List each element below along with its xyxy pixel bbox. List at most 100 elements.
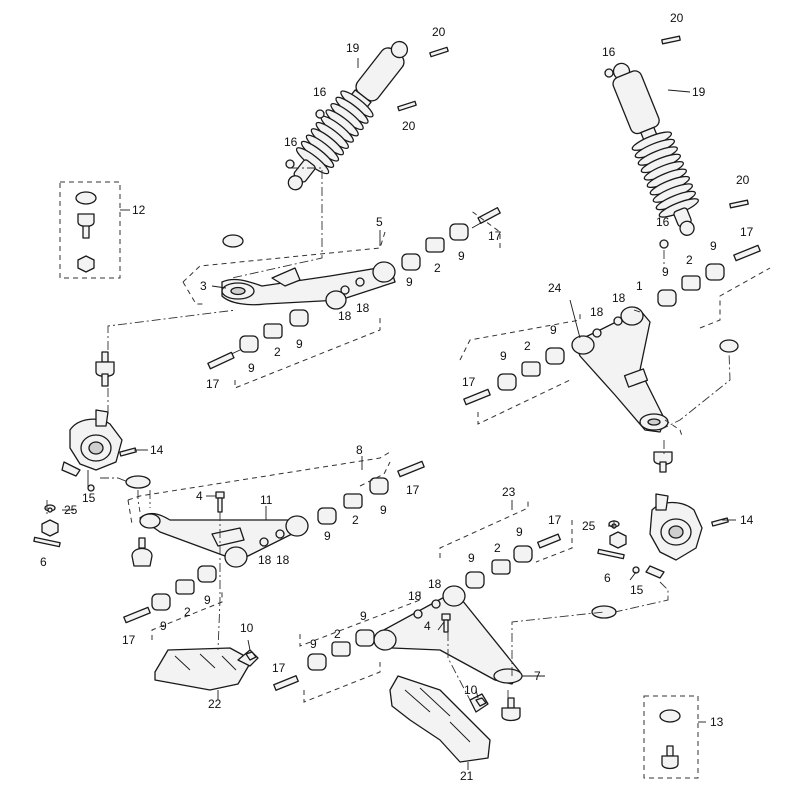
callout-17: 17: [122, 633, 136, 647]
callout-15: 15: [82, 491, 96, 505]
callout-4: 4: [196, 489, 203, 503]
callout-19: 19: [346, 41, 360, 55]
callout-14: 14: [150, 443, 164, 457]
callout-18: 18: [612, 291, 626, 305]
callout-2: 2: [434, 261, 441, 275]
cotter-pin-left: [33, 536, 61, 548]
retaining-clip-upper-left: [222, 234, 244, 248]
small-hardware: [47, 35, 749, 707]
callout-18: 18: [258, 553, 272, 567]
callout-11: 11: [260, 493, 273, 507]
bushing-set-upper-left-rear: [401, 207, 501, 271]
callout-20: 20: [670, 11, 684, 25]
callout-2: 2: [184, 605, 191, 619]
ball-joint-lower-left: [131, 537, 153, 567]
callout-9: 9: [160, 619, 167, 633]
bushing-set-lower-right-front: [273, 629, 375, 691]
callout-14: 14: [740, 513, 754, 527]
callout-19: 19: [692, 85, 706, 99]
callout-6: 6: [40, 555, 47, 569]
ball-joint-upper-right: [653, 451, 673, 473]
callout-7: 7: [534, 669, 541, 683]
callout-6: 6: [604, 571, 611, 585]
callout-9: 9: [296, 337, 303, 351]
callout-9: 9: [468, 551, 475, 565]
bushing-set-lower-right-rear: [465, 533, 561, 589]
kit-box-12: [59, 181, 121, 279]
callout-5: 5: [376, 215, 383, 229]
callout-20: 20: [402, 119, 416, 133]
steering-knuckle-left: [61, 409, 123, 477]
callout-3: 3: [200, 279, 207, 293]
callout-18: 18: [356, 301, 370, 315]
callout-16: 16: [313, 85, 327, 99]
callout-16: 16: [656, 215, 670, 229]
callout-25: 25: [582, 519, 596, 533]
callout-2: 2: [494, 541, 501, 555]
callout-24: 24: [548, 281, 562, 295]
callout-10: 10: [464, 683, 478, 697]
callout-10: 10: [240, 621, 254, 635]
callout-18: 18: [408, 589, 422, 603]
callout-20: 20: [736, 173, 750, 187]
cotter-pin-right: [597, 548, 625, 560]
retaining-clip-upper-right: [719, 339, 739, 353]
kit-box-13: [643, 695, 699, 779]
callout-17: 17: [206, 377, 220, 391]
ball-joint-kit-13: [659, 709, 681, 770]
upper-a-arm-right: [571, 306, 669, 433]
callout-9: 9: [324, 529, 331, 543]
callout-17: 17: [272, 661, 286, 675]
assembly-lines: [46, 167, 771, 703]
bushing-set-upper-right-rear: [657, 244, 761, 307]
callout-4: 4: [424, 619, 431, 633]
callout-23: 23: [502, 485, 516, 499]
callout-18: 18: [276, 553, 290, 567]
callout-9: 9: [380, 503, 387, 517]
upper-a-arm-left: [221, 261, 396, 310]
ball-joint-upper-left: [95, 351, 115, 387]
callout-9: 9: [500, 349, 507, 363]
callout-9: 9: [550, 323, 557, 337]
callout-9: 9: [406, 275, 413, 289]
bushing-set-lower-left-front: [123, 565, 217, 624]
callout-16: 16: [602, 45, 616, 59]
shock-absorber-left: [287, 40, 409, 191]
callout-9: 9: [458, 249, 465, 263]
callout-9: 9: [310, 637, 317, 651]
callout-2: 2: [524, 339, 531, 353]
callout-21: 21: [460, 769, 474, 783]
callout-1: 1: [636, 279, 643, 293]
callout-17: 17: [740, 225, 754, 239]
bolt-4-left: [215, 491, 225, 513]
ball-joint-kit-12: [75, 191, 97, 273]
callout-17: 17: [406, 483, 420, 497]
callout-2: 2: [686, 253, 693, 267]
callout-9: 9: [710, 239, 717, 253]
bushing-set-lower-left-rear: [317, 460, 425, 525]
callout-17: 17: [488, 229, 502, 243]
callout-18: 18: [428, 577, 442, 591]
callout-9: 9: [360, 609, 367, 623]
bushing-set-upper-right-front: [463, 347, 565, 406]
callout-17: 17: [462, 375, 476, 389]
callout-2: 2: [352, 513, 359, 527]
callout-25: 25: [64, 503, 78, 517]
callout-12: 12: [132, 203, 146, 217]
steering-knuckle-right: [645, 493, 703, 579]
callout-15: 15: [630, 583, 644, 597]
skid-guard-22: [154, 647, 259, 691]
callout-22: 22: [208, 697, 222, 711]
ball-joint-lower-right: [501, 697, 521, 722]
callout-2: 2: [334, 627, 341, 641]
callout-18: 18: [338, 309, 352, 323]
callout-9: 9: [248, 361, 255, 375]
callout-9: 9: [662, 265, 669, 279]
shock-absorber-right: [612, 62, 700, 236]
callout-9: 9: [516, 525, 523, 539]
callout-13: 13: [710, 715, 724, 729]
callout-16: 16: [284, 135, 298, 149]
callout-9: 9: [204, 593, 211, 607]
callout-18: 18: [590, 305, 604, 319]
